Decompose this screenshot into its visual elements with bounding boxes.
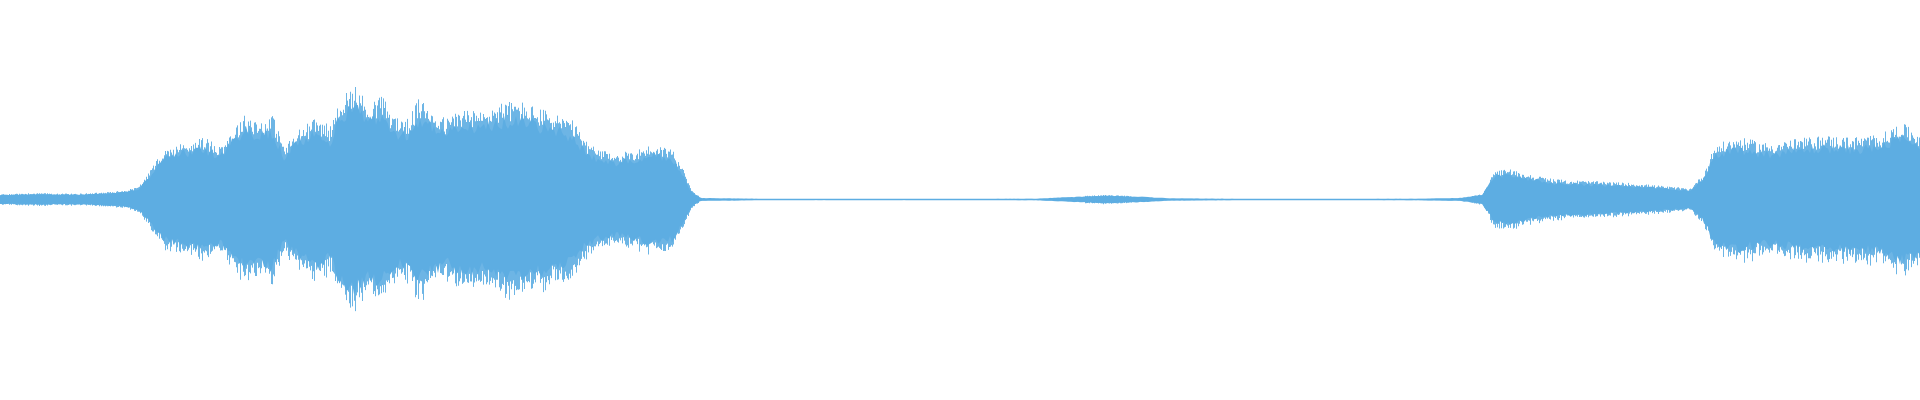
waveform-peaks — [0, 87, 1920, 312]
waveform-peak-lines — [0, 87, 1920, 312]
